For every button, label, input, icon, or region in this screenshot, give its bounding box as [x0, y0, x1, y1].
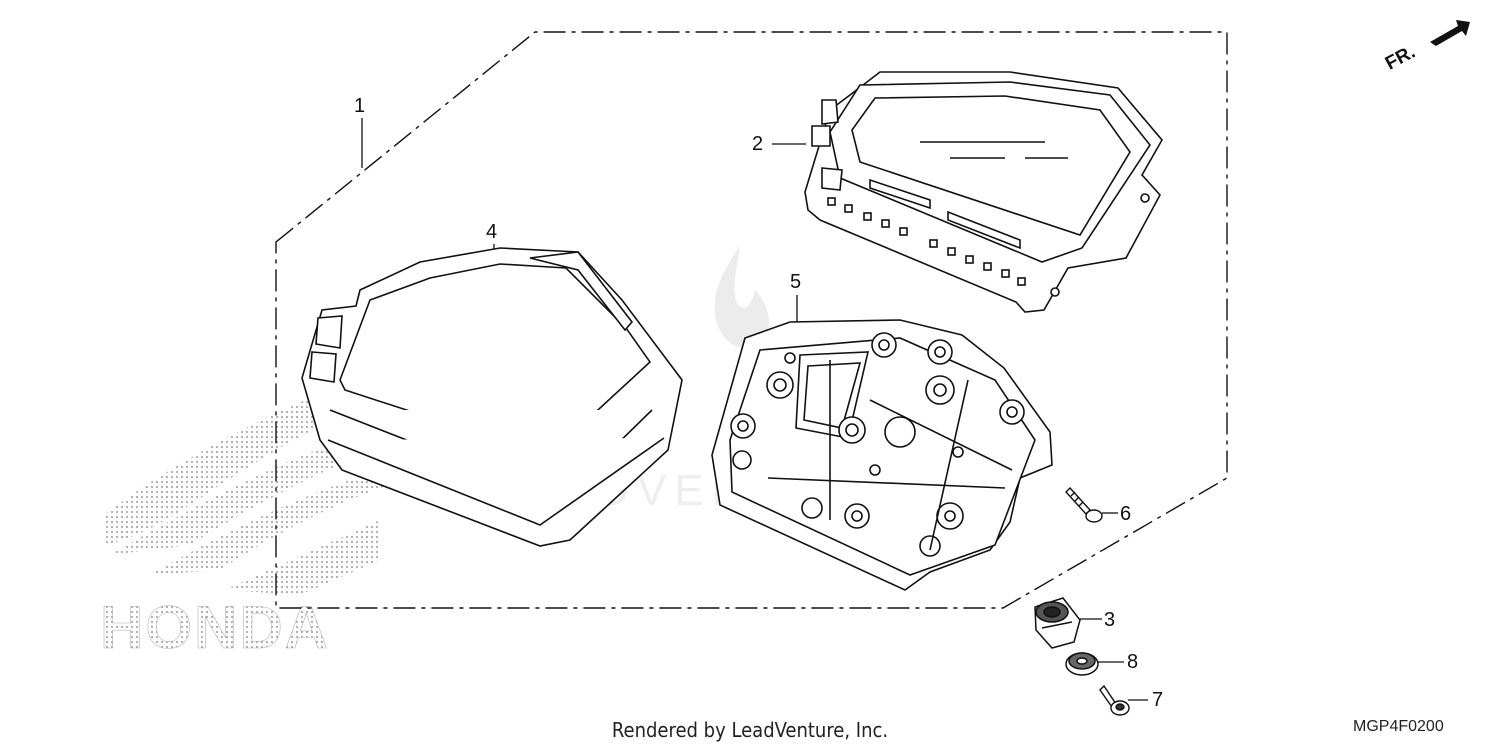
honda-wordmark-watermark: HONDA	[100, 594, 330, 661]
assembly-boundary	[275, 31, 1228, 609]
front-direction-arrow-icon	[1430, 20, 1470, 46]
callout-5[interactable]: 5	[790, 271, 802, 293]
callout-1[interactable]: 1	[354, 95, 366, 117]
rendered-by-footer: Rendered by LeadVenture, Inc.	[611, 718, 889, 742]
meter-back-case-part	[711, 319, 1053, 591]
screw-part-6	[1065, 486, 1103, 523]
callout-4[interactable]: 4	[486, 221, 498, 243]
meter-unit-part	[804, 71, 1163, 313]
diagram-part-code: MGP4F0200	[1353, 718, 1444, 735]
callout-8[interactable]: 8	[1127, 651, 1139, 673]
screw-part-7	[1099, 684, 1130, 716]
callout-3[interactable]: 3	[1104, 609, 1116, 631]
meter-cover-part	[301, 247, 683, 547]
callout-2[interactable]: 2	[752, 133, 764, 155]
grommet-part-3	[1034, 597, 1081, 649]
callout-6[interactable]: 6	[1120, 503, 1132, 525]
collar-part-8	[1065, 652, 1099, 676]
callout-7[interactable]: 7	[1152, 689, 1164, 711]
